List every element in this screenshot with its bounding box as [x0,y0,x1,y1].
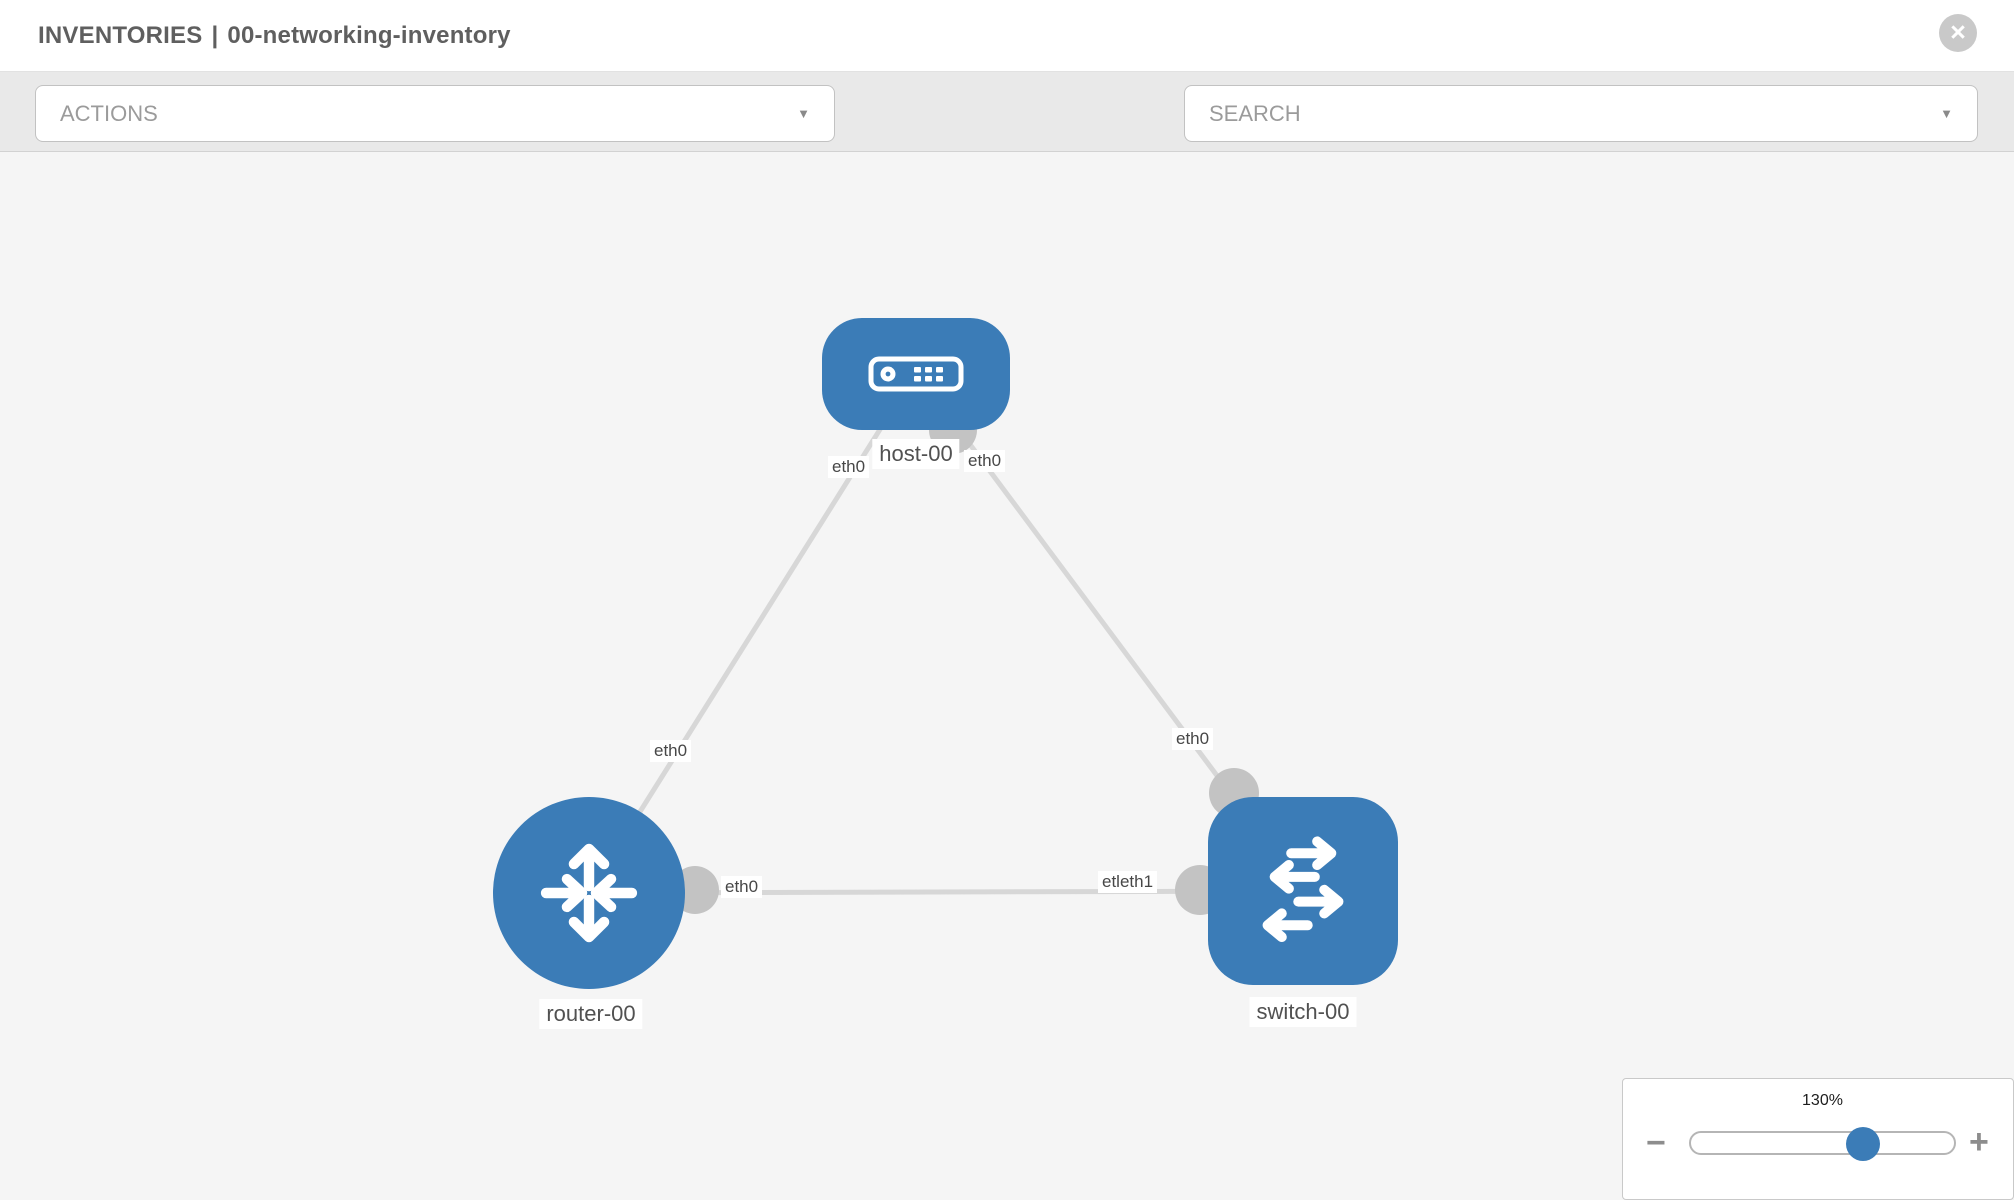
header: INVENTORIES | 00-networking-inventory × [0,0,2014,72]
node-router-00[interactable] [493,797,685,989]
breadcrumb-inventories[interactable]: INVENTORIES [38,21,203,49]
chevron-down-icon: ▼ [797,106,810,121]
page-title: INVENTORIES | 00-networking-inventory [38,22,511,50]
actions-dropdown-label: ACTIONS [60,100,158,126]
title-separator: | [211,21,219,49]
zoom-value: 130% [1802,1092,1843,1109]
port-label-host-left: eth0 [828,456,870,479]
chevron-down-icon: ▼ [1940,106,1953,121]
port-label-host-right: eth0 [964,450,1006,473]
node-label-host-00: host-00 [872,439,960,470]
search-dropdown[interactable]: SEARCH ▼ [1184,85,1978,142]
node-switch-00[interactable] [1208,797,1398,985]
host-icon [868,356,964,392]
zoom-in-button[interactable]: + [1969,1123,1989,1161]
router-icon [540,843,638,943]
close-icon: × [1950,17,1966,47]
zoom-slider-track[interactable] [1689,1131,1956,1155]
node-label-router-00: router-00 [539,999,643,1030]
actions-dropdown[interactable]: ACTIONS ▼ [35,85,835,142]
close-button[interactable]: × [1939,14,1977,52]
switch-icon [1262,836,1344,943]
port-label-switch-left: etleth1 [1098,871,1158,894]
inventory-name: 00-networking-inventory [227,21,511,49]
search-dropdown-label: SEARCH [1209,100,1301,126]
port-label-router-right: eth0 [721,876,763,899]
zoom-slider-thumb[interactable] [1846,1127,1880,1161]
zoom-out-button[interactable]: − [1646,1124,1666,1162]
port-label-router-top: eth0 [650,740,692,763]
node-label-switch-00: switch-00 [1249,997,1357,1028]
toolbar: ACTIONS ▼ SEARCH ▼ [0,72,2014,152]
node-host-00[interactable] [822,318,1010,430]
port-label-switch-top: eth0 [1172,728,1214,751]
